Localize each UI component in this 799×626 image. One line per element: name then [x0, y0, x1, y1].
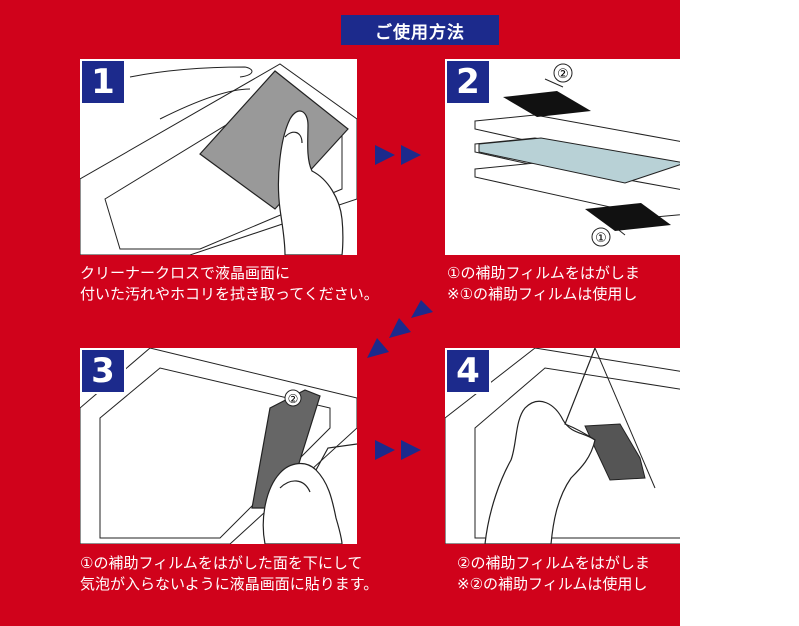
- arrow-right-icon: [401, 145, 421, 165]
- callout-1-label: ①: [595, 231, 607, 246]
- arrow-down-left-icon: [411, 300, 433, 318]
- arrow-down-left-icon: [367, 338, 389, 358]
- step-1-illustration: [80, 63, 357, 255]
- arrow-down-left-icon: [389, 318, 411, 338]
- card-mark-label: ②: [288, 392, 299, 406]
- callout-2-label: ②: [557, 67, 569, 82]
- step-2-number: 2: [445, 59, 491, 105]
- arrow-right-icon: [375, 440, 395, 460]
- step-1-panel: 1: [80, 59, 357, 255]
- step-3-number: 3: [80, 348, 126, 394]
- step-1-caption: クリーナークロスで液晶画面に 付いた汚れやホコリを拭き取ってください。: [80, 264, 379, 303]
- step-1-number: 1: [80, 59, 126, 105]
- arrow-right-icon: [375, 145, 395, 165]
- step-3-caption: ①の補助フィルムをはがした面を下にして 気泡が入らないように液晶画面に貼ります。: [80, 554, 379, 593]
- page-title: ご使用方法: [341, 15, 499, 45]
- step-4-caption: ②の補助フィルムをはがしま ※②の補助フィルムは使用し: [457, 554, 650, 593]
- step-2-illustration: ② ①: [474, 63, 680, 247]
- step-2-panel: ② ① 2: [445, 59, 680, 255]
- arrow-right-icon: [401, 440, 421, 460]
- arrow-step-2-to-3: [363, 300, 439, 362]
- step-3-panel: ② 3: [80, 348, 357, 544]
- step-2-caption: ①の補助フィルムをはがしま ※①の補助フィルムは使用し: [447, 264, 640, 303]
- step-4-number: 4: [445, 348, 491, 394]
- step-3-illustration: ②: [80, 348, 357, 544]
- arrow-step-1-to-2: [373, 143, 425, 167]
- step-4-illustration: [445, 348, 680, 544]
- instruction-sheet: ご使用方法 1: [0, 0, 680, 626]
- arrow-step-3-to-4: [373, 438, 425, 462]
- step-4-panel: 4: [445, 348, 680, 544]
